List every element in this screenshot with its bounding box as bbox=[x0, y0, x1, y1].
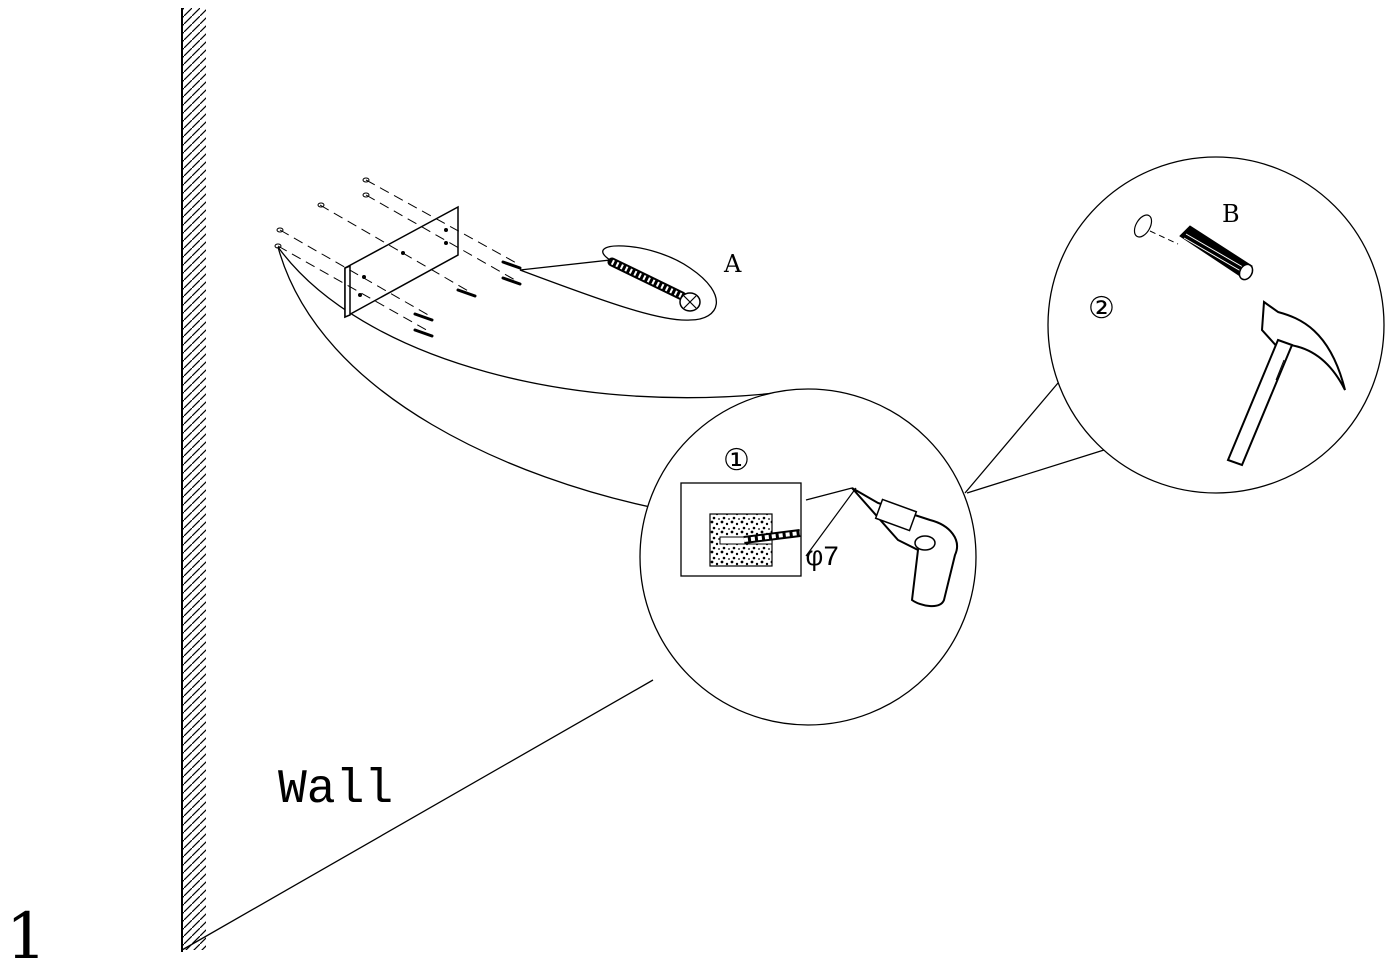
wall bbox=[181, 8, 206, 952]
callout-b-label: B bbox=[1222, 200, 1240, 228]
drill-diameter-label: φ7 bbox=[806, 543, 840, 574]
callout-lines bbox=[277, 246, 1105, 509]
wall-hole bbox=[1133, 214, 1153, 238]
hammer-icon bbox=[1226, 300, 1346, 467]
sub-step-2-label: ② bbox=[1088, 291, 1115, 326]
screw-icon bbox=[413, 260, 522, 338]
screw-detail-icon bbox=[607, 257, 701, 312]
callout-a: A bbox=[519, 245, 742, 321]
detail-circle-1: ① φ7 bbox=[639, 388, 977, 726]
sub-step-1-label: ① bbox=[723, 443, 750, 478]
alignment-lines bbox=[274, 177, 521, 333]
detail-circle-2: ② B bbox=[1047, 156, 1385, 494]
step-number: 1 bbox=[6, 900, 47, 966]
wall-base-line bbox=[181, 679, 654, 951]
wall-label: Wall bbox=[278, 763, 393, 817]
drill-icon bbox=[743, 487, 958, 607]
callout-a-label: A bbox=[723, 250, 742, 278]
bracket-plate bbox=[344, 205, 459, 319]
wall-plug-icon bbox=[1179, 225, 1254, 281]
